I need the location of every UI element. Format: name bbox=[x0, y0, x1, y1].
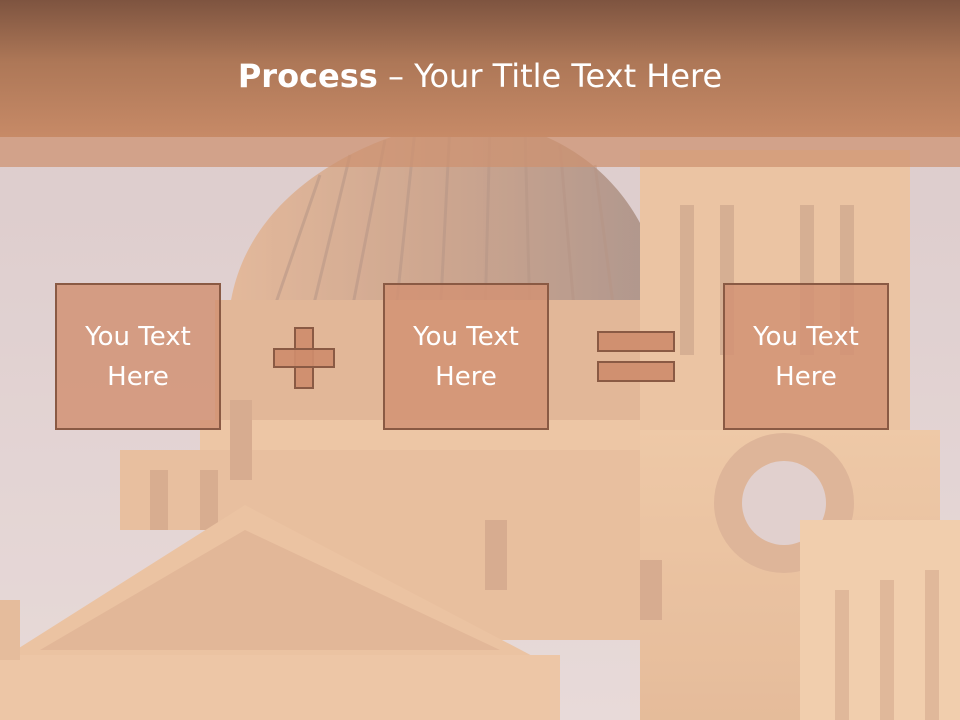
process-box-3[interactable]: You Text Here bbox=[723, 283, 889, 430]
process-box-1[interactable]: You Text Here bbox=[55, 283, 221, 430]
process-box-2[interactable]: You Text Here bbox=[383, 283, 549, 430]
plus-icon bbox=[273, 327, 335, 389]
title-bar bbox=[0, 0, 960, 137]
slide-title-rest: – Your Title Text Here bbox=[377, 57, 723, 95]
slide-title: Process – Your Title Text Here bbox=[0, 52, 960, 100]
title-bar-strip bbox=[0, 137, 960, 167]
slide-title-bold: Process bbox=[237, 57, 378, 95]
equals-icon bbox=[597, 331, 675, 383]
